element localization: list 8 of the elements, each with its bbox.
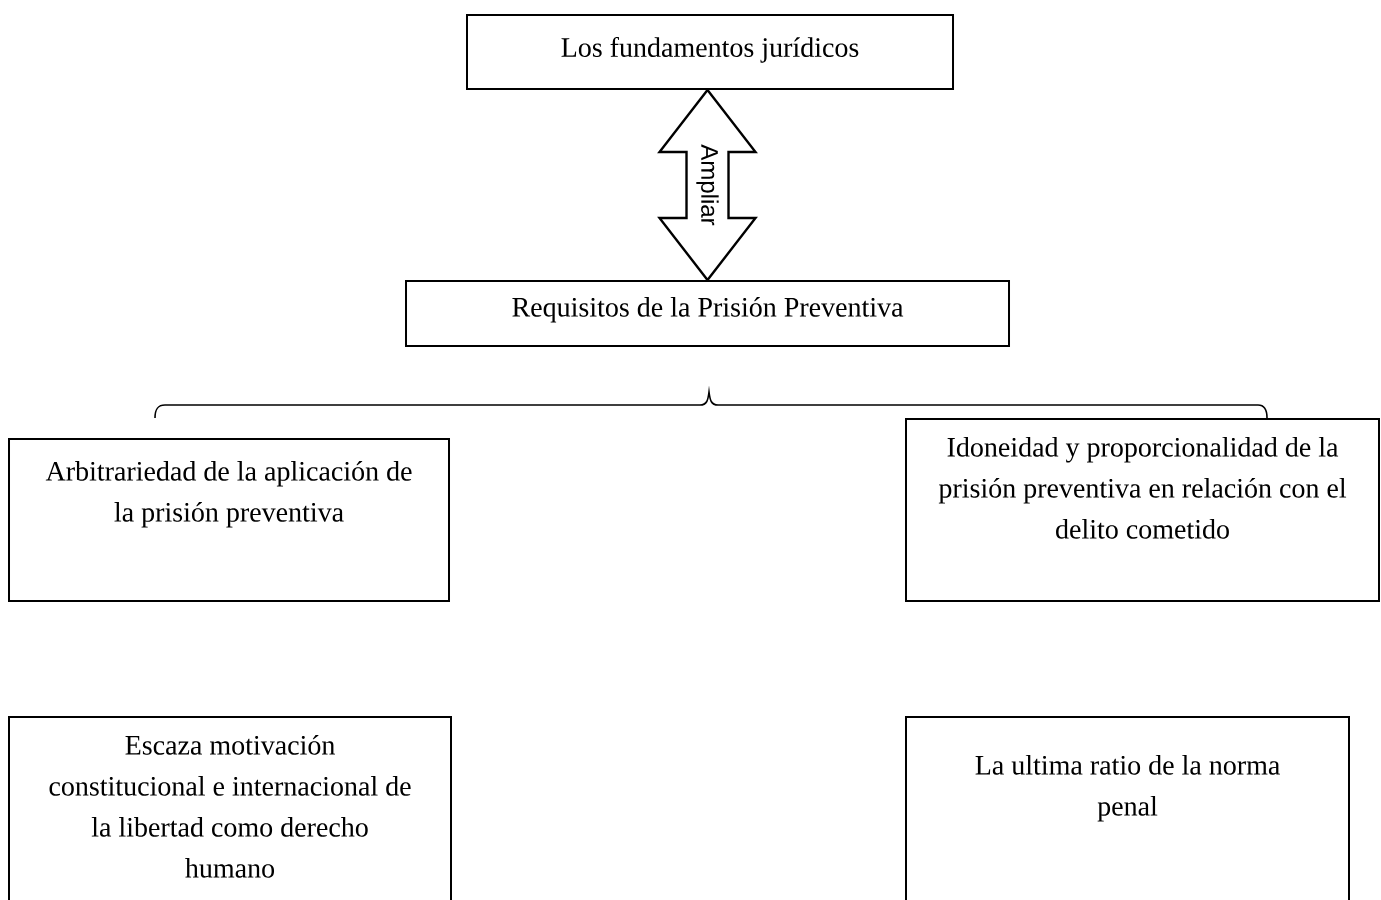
text-box: Los fundamentos jurídicos: [466, 14, 954, 90]
text-box: Idoneidad y proporcionalidad de la prisión preventiva en relación con el delito cometido: [905, 418, 1380, 602]
text-box: Arbitrariedad de la aplicación de la prisión preventiva: [8, 438, 450, 602]
text-box: La ultima ratio de la norma penal: [905, 716, 1350, 900]
double-arrow: [657, 88, 758, 282]
edge-label: Ampliar: [694, 142, 721, 228]
text-box: Escaza motivación constitucional e internacional de la libertad como derecho humano: [8, 716, 452, 900]
text-box: Requisitos de la Prisión Preventiva: [405, 280, 1010, 347]
